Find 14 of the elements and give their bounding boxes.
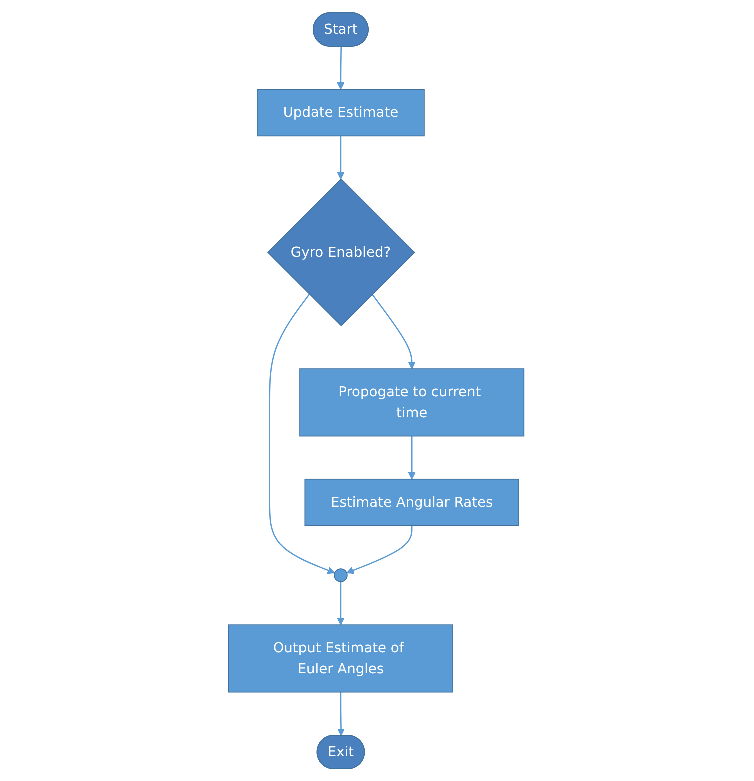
node-box: Output Estimate of Euler Angles (228, 624, 454, 692)
node-box: Update Estimate (258, 88, 426, 136)
arrow (372, 294, 416, 369)
arrow (338, 692, 346, 736)
node-box: Estimate Angular Rates (305, 478, 520, 526)
arrow (408, 436, 416, 480)
arrow (270, 294, 336, 574)
node-box: Propogate to current time (300, 368, 526, 436)
node-diamond: Gyro Enabled? (268, 178, 416, 326)
arrow (338, 46, 346, 90)
node-circle (334, 568, 348, 582)
arrow (347, 525, 414, 574)
arrow (338, 582, 346, 625)
arrow (338, 136, 346, 180)
